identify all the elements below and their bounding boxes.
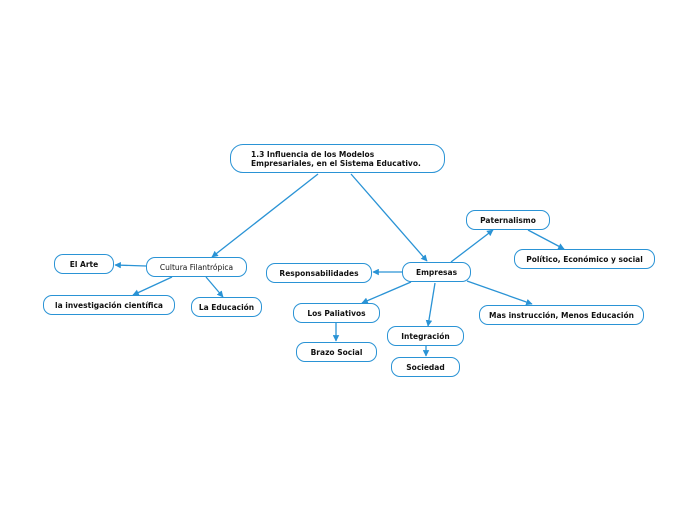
node-politico-economico-social[interactable]: Político, Económico y social	[514, 249, 655, 269]
node-cultura-filantropica[interactable]: Cultura Filantrópica	[146, 257, 247, 277]
node-empresas[interactable]: Empresas	[402, 262, 471, 282]
node-la-educacion[interactable]: La Educación	[191, 297, 262, 317]
node-root-topic[interactable]: 1.3 Influencia de los Modelos Empresaria…	[230, 144, 445, 173]
edge-empresas-integracion	[425, 282, 436, 327]
node-paternalismo[interactable]: Paternalismo	[466, 210, 550, 230]
node-investigacion-cientifica[interactable]: la investigación científica	[43, 295, 175, 315]
edge-paternalismo-politico	[527, 229, 565, 250]
node-integracion[interactable]: Integración	[387, 326, 464, 346]
edge-root-empresas	[350, 173, 428, 262]
edge-root-cultura	[211, 173, 319, 258]
node-el-arte[interactable]: El Arte	[54, 254, 114, 274]
node-mas-instruccion-menos-educacion[interactable]: Mas instrucción, Menos Educación	[479, 305, 644, 325]
edge-cultura-investigacion	[132, 276, 173, 296]
edge-cultura-educacion	[205, 276, 224, 298]
node-sociedad[interactable]: Sociedad	[391, 357, 460, 377]
edge-empresas-mas-instruccion	[466, 280, 533, 306]
edge-cultura-arte	[114, 261, 147, 269]
node-responsabilidades[interactable]: Responsabilidades	[266, 263, 372, 283]
edge-empresas-paternalismo	[450, 229, 494, 263]
node-brazo-social[interactable]: Brazo Social	[296, 342, 377, 362]
node-los-paliativos[interactable]: Los Paliativos	[293, 303, 380, 323]
edge-empresas-paliativos	[361, 281, 412, 304]
